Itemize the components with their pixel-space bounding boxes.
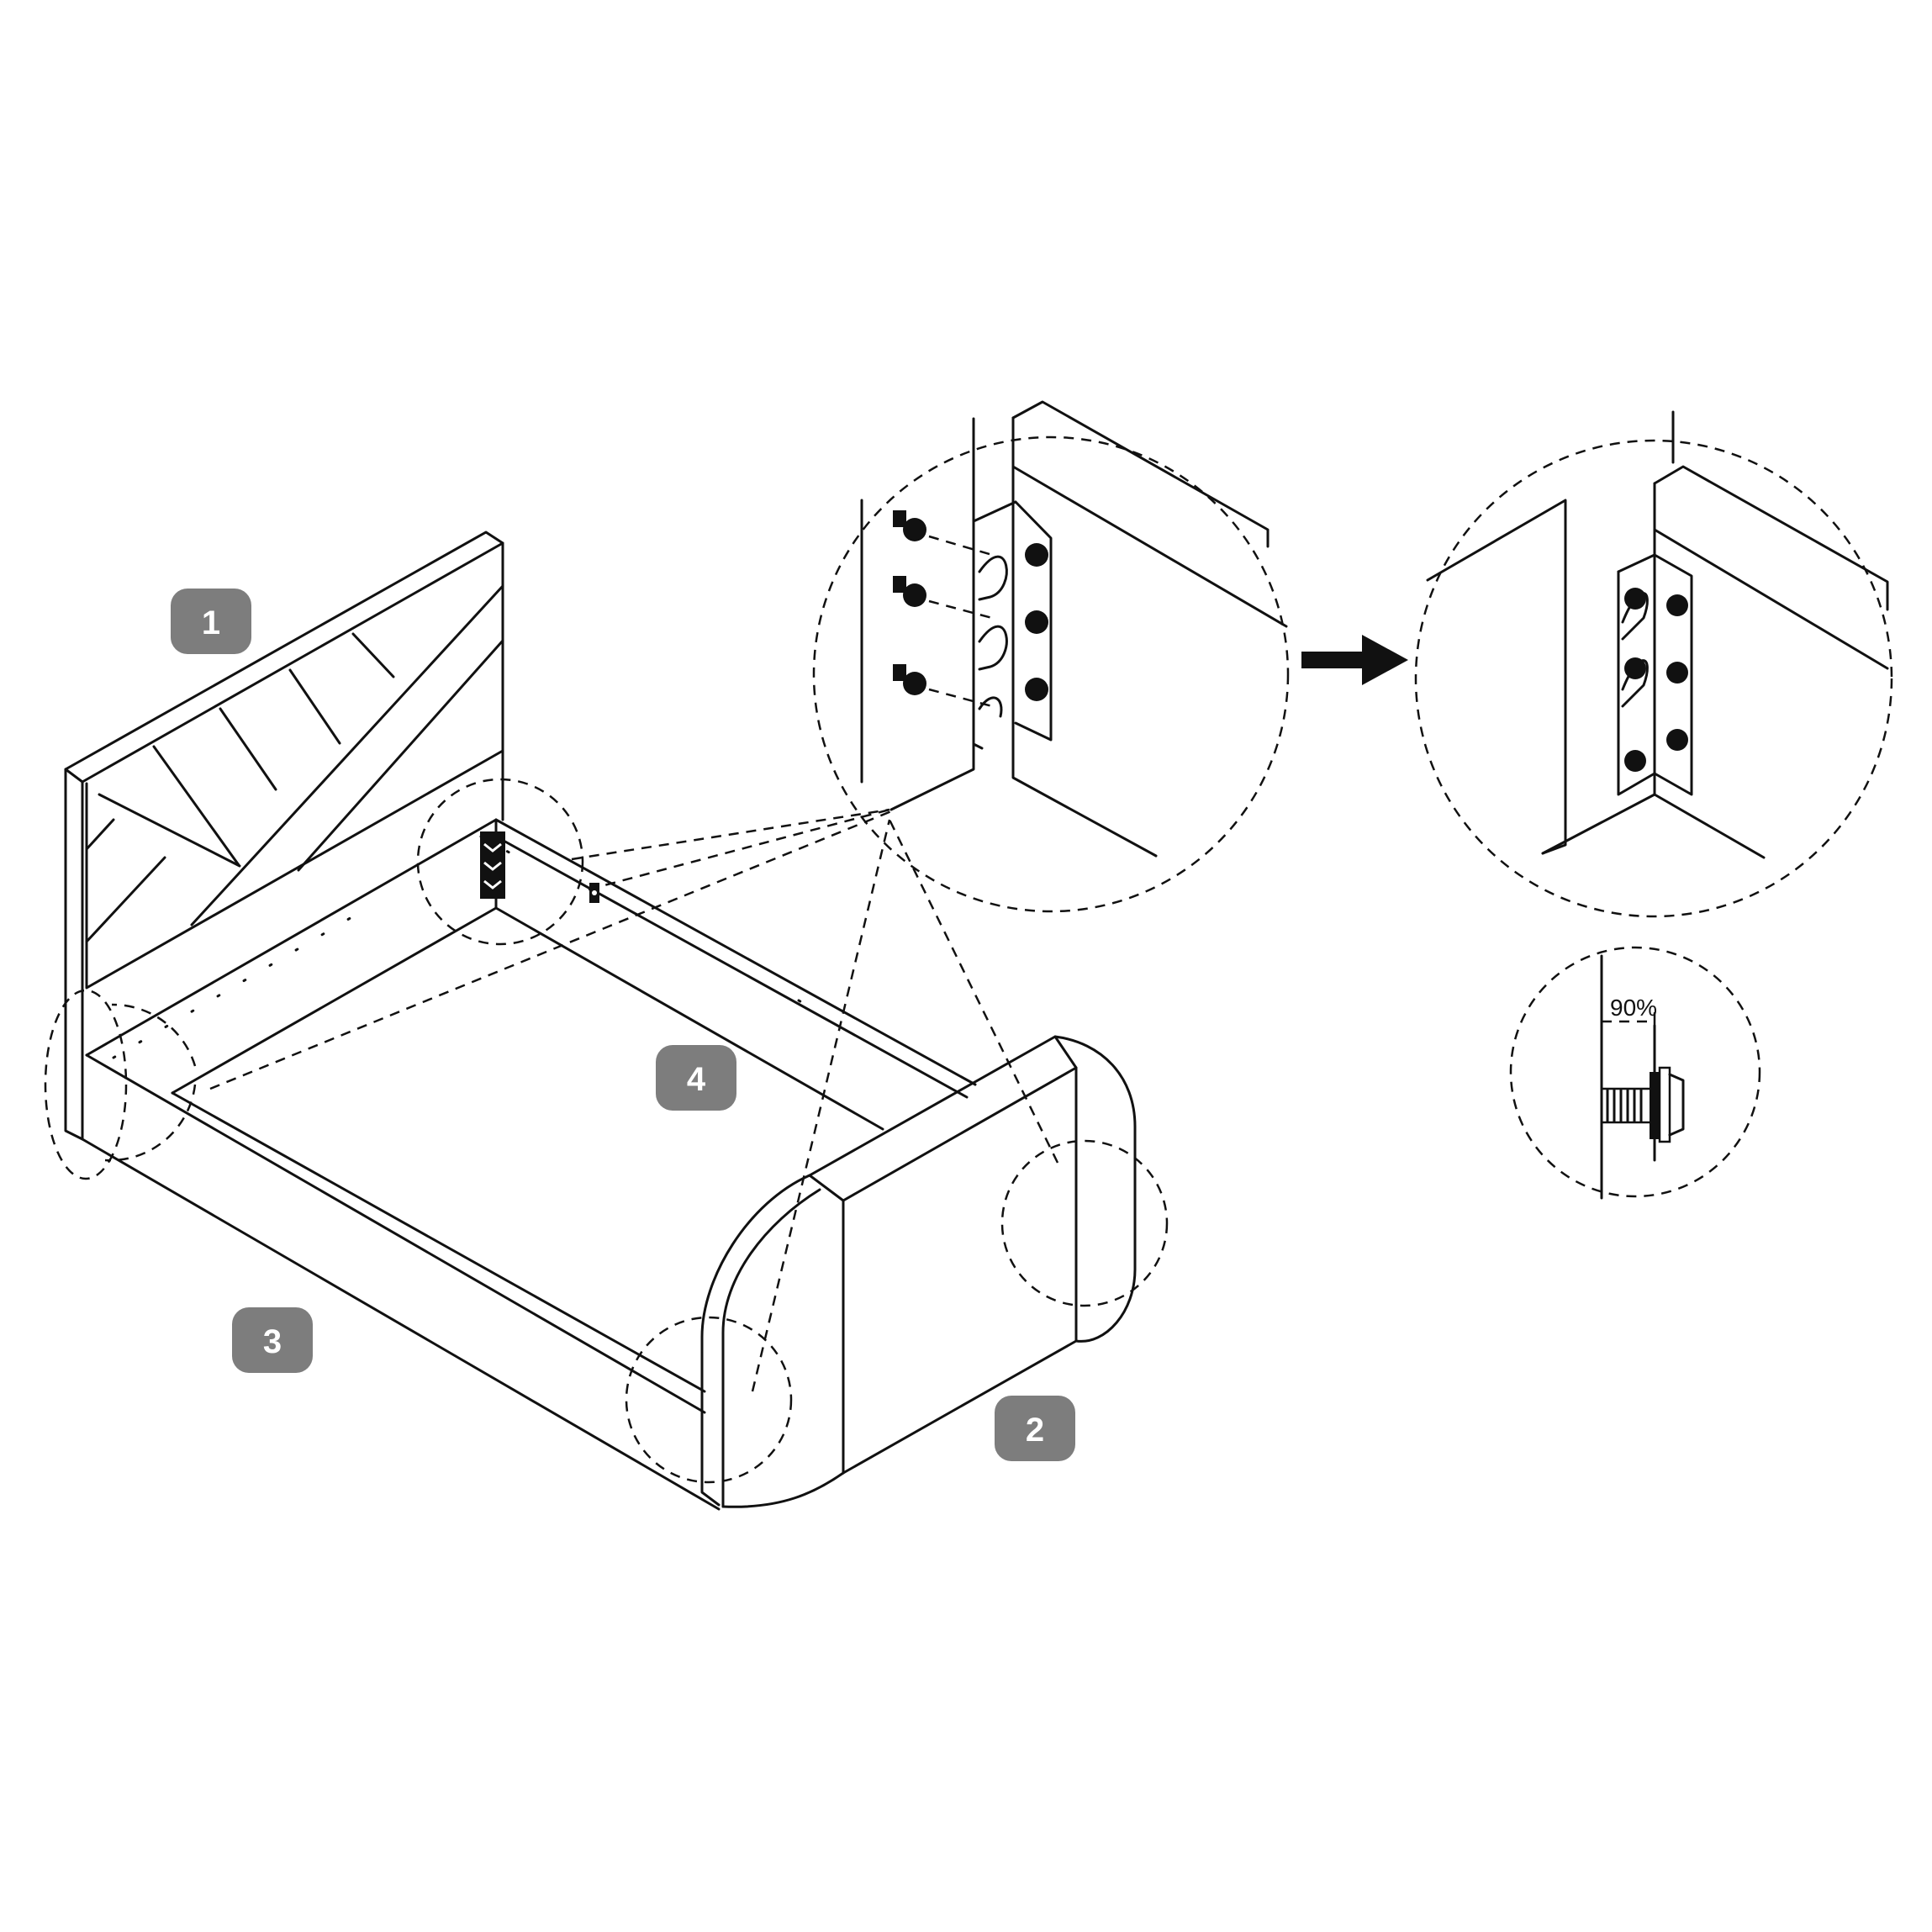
detail-bracket-exploded	[812, 400, 1290, 913]
svg-text:1: 1	[202, 604, 220, 641]
footboard	[700, 1035, 1137, 1508]
callout-leader-lines	[209, 808, 1059, 1392]
depth-label: 90%	[1610, 995, 1657, 1021]
bolt-icon	[1600, 1066, 1685, 1143]
badge-slat-base: 4	[656, 1045, 736, 1111]
detail-bracket-assembled	[1414, 410, 1893, 918]
corner-bracket	[480, 831, 599, 903]
callout-circles	[44, 778, 1169, 1484]
arrow-right-icon	[1301, 635, 1408, 685]
svg-text:3: 3	[263, 1323, 282, 1360]
detail-screw-depth: 90%	[1509, 946, 1761, 1200]
screw-icon	[893, 510, 926, 695]
badge-footboard: 2	[995, 1396, 1075, 1461]
svg-text:2: 2	[1026, 1412, 1044, 1449]
headboard-panel-pattern	[85, 584, 504, 943]
badge-headboard: 1	[171, 589, 251, 654]
bed-frame	[81, 818, 977, 1511]
headboard	[64, 531, 504, 1141]
badge-side-rail: 3	[232, 1307, 313, 1373]
svg-text:4: 4	[687, 1061, 706, 1098]
